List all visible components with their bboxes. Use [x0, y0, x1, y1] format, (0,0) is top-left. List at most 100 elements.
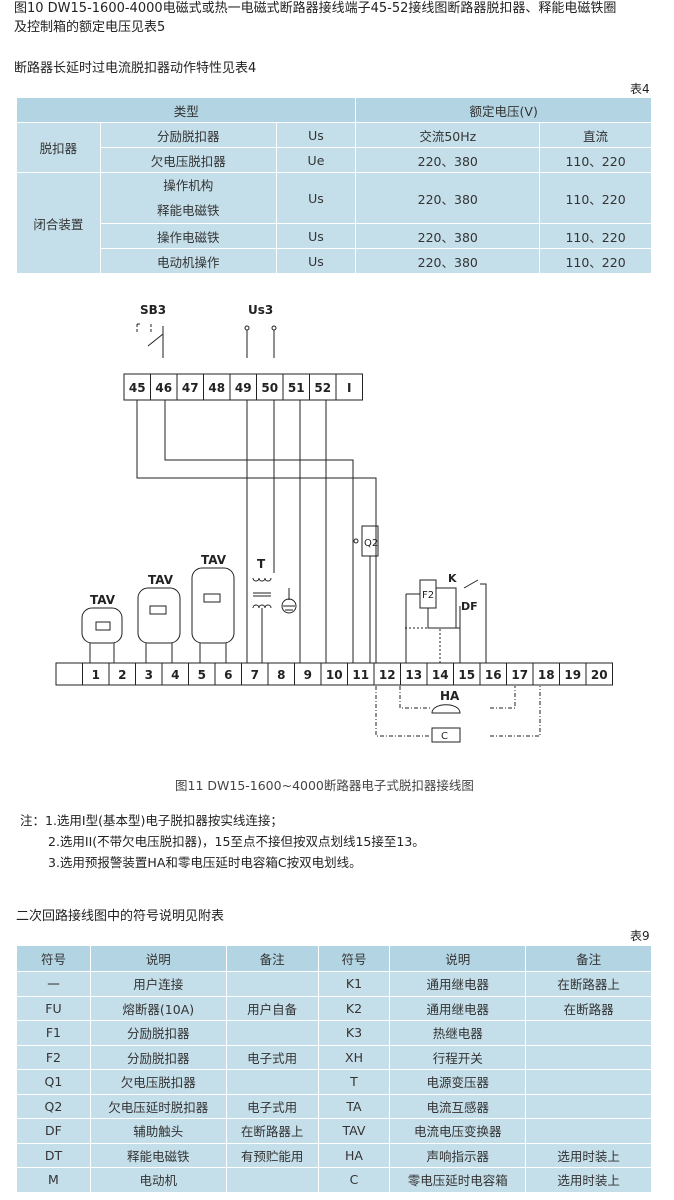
t9-cell: TA [317, 1093, 391, 1119]
bottom-terminal-label: 6 [224, 668, 232, 682]
table9-header-row: 符号 说明 备注 符号 说明 备注 [16, 945, 652, 972]
t9-cell: 欠电压延时脱扣器 [89, 1093, 227, 1119]
bottom-terminal-label: 18 [538, 668, 555, 682]
label-ha: HA [440, 689, 460, 703]
top-terminal-label: 51 [288, 381, 305, 395]
t9-cell: 电流电压变换器 [389, 1118, 527, 1144]
t9-cell [225, 1167, 319, 1193]
t4-cell: Ue [275, 147, 357, 173]
t4-cell: 110、220 [539, 147, 652, 173]
t9-cell: 声响指示器 [389, 1142, 527, 1168]
t9-cell: 选用时装上 [525, 1142, 652, 1168]
notes: 注：1.选用I型(基本型)电子脱扣器按实线连接； 2.选用II(不带欠电压脱扣器… [20, 810, 425, 873]
bottom-terminal-label: 15 [458, 668, 475, 682]
top-terminal-label: 48 [208, 381, 225, 395]
t9-cell: Q1 [16, 1069, 91, 1095]
t9-cell: 熔断器(10A) [89, 995, 227, 1021]
t9-cell: 一 [16, 971, 91, 997]
t4-cell: 操作机构 释能电磁铁 [99, 172, 277, 224]
top-terminal-cell [256, 373, 284, 401]
t9-cell: 释能电磁铁 [89, 1142, 227, 1168]
t9-cell: 选用时装上 [525, 1167, 652, 1193]
top-terminal-cell [150, 373, 178, 401]
t9-cell: 在断路器 [525, 995, 652, 1021]
bottom-terminal-label: 1 [92, 668, 100, 682]
t9-cell: 欠电压脱扣器 [89, 1069, 227, 1095]
t9-cell: 在断路器上 [225, 1118, 319, 1144]
t9-cell: K3 [317, 1020, 391, 1046]
t4-cell: Us [275, 223, 357, 249]
top-terminal-cell [282, 373, 310, 401]
t9-cell: 零电压延时电容箱 [389, 1167, 527, 1193]
t9-header: 说明 [89, 945, 227, 972]
bottom-terminal-label: 17 [511, 668, 528, 682]
t9-cell: F2 [16, 1044, 91, 1070]
top-terminal-label: 49 [235, 381, 252, 395]
t9-cell [225, 1069, 319, 1095]
t9-cell: 分励脱扣器 [89, 1044, 227, 1070]
t4-cell: Us [275, 248, 357, 274]
t4-cell: 直流 [539, 122, 652, 148]
wiring-lines [81, 323, 541, 743]
t4-cell: Us [275, 122, 357, 148]
t9-cell: XH [317, 1044, 391, 1070]
t9-cell: K2 [317, 995, 391, 1021]
bottom-terminal-label: 11 [352, 668, 369, 682]
t4-cell: 交流50Hz [355, 122, 541, 148]
t9-cell: 电子式用 [225, 1093, 319, 1119]
bottom-terminal-cell [585, 662, 613, 686]
t9-header: 备注 [225, 945, 319, 972]
note-3: 3.选用预报警装置HA和零电压延时电容箱C按双电划线。 [48, 855, 362, 870]
t4-cell: 分励脱扣器 [99, 122, 277, 148]
top-terminal-label: I [347, 381, 351, 395]
t9-cell: F1 [16, 1020, 91, 1046]
t9-cell: 电流互感器 [389, 1093, 527, 1119]
bottom-terminal-label: 10 [326, 668, 343, 682]
t9-cell: HA [317, 1142, 391, 1168]
top-terminal-label: 50 [261, 381, 278, 395]
t4-cell-line: 操作机构 [163, 178, 214, 193]
t9-cell: TAV [317, 1118, 391, 1144]
label-k: K [448, 572, 457, 585]
top-terminal-cell [335, 373, 363, 401]
bottom-terminal-label: 14 [432, 668, 449, 682]
bottom-terminal-cell [55, 662, 83, 686]
t4-cell: 110、220 [539, 248, 652, 274]
t9-header: 说明 [389, 945, 527, 972]
t4-cell: 220、380 [355, 248, 541, 274]
t9-cell [525, 1118, 652, 1144]
t9-cell [225, 971, 319, 997]
t4-cell-line: 释能电磁铁 [156, 203, 220, 218]
label-tav-1: TAV [90, 593, 116, 607]
top-terminal-cell [309, 373, 337, 401]
bottom-terminal-label: 20 [591, 668, 608, 682]
t9-cell: 电子式用 [225, 1044, 319, 1070]
t4-cell: 220、380 [355, 172, 541, 224]
t9-header: 符号 [16, 945, 91, 972]
table9-label: 表9 [630, 929, 650, 943]
t4-cell: 110、220 [539, 223, 652, 249]
table4: 类型 额定电压(V) 脱扣器 分励脱扣器 Us 交流50Hz 直流 欠电压脱扣器… [15, 97, 652, 274]
t9-cell: 行程开关 [389, 1044, 527, 1070]
label-t: T [257, 557, 266, 571]
bottom-terminal-label: 7 [251, 668, 259, 682]
t4-header-type: 类型 [15, 97, 357, 123]
t9-cell: 辅助触头 [89, 1118, 227, 1144]
t9-cell: 通用继电器 [389, 971, 527, 997]
figure-caption: 图11 DW15-1600~4000断路器电子式脱扣器接线图 [175, 778, 474, 793]
table4-label: 表4 [630, 82, 650, 96]
t9-cell [525, 1069, 652, 1095]
t9-cell: FU [16, 995, 91, 1021]
label-c: C [441, 731, 448, 742]
t9-cell: 分励脱扣器 [89, 1020, 227, 1046]
